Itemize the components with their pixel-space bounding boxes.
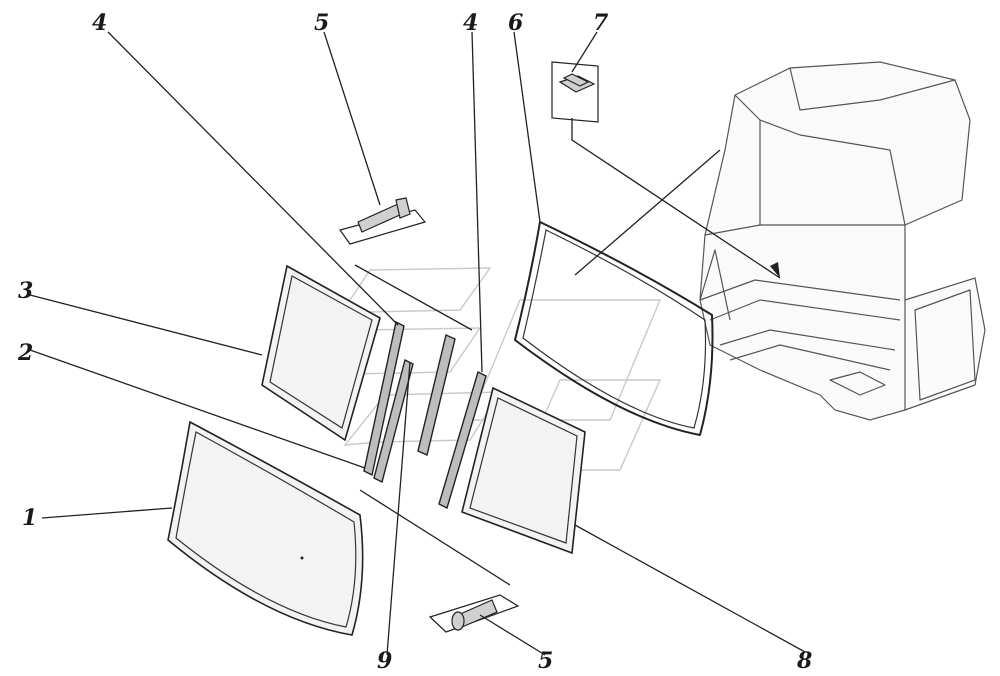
windshield-seal bbox=[514, 221, 714, 436]
callout-6: 6 bbox=[508, 10, 523, 36]
bolt-upper bbox=[339, 197, 427, 245]
bolt-lower bbox=[428, 594, 520, 633]
callout-3: 3 bbox=[18, 278, 33, 304]
callout-4-left: 4 bbox=[92, 10, 107, 36]
clip-arrow bbox=[571, 118, 781, 279]
clip-part bbox=[551, 61, 599, 123]
leader-lines bbox=[29, 31, 806, 656]
callout-9: 9 bbox=[377, 648, 392, 674]
callout-5-upper: 5 bbox=[314, 10, 329, 36]
callout-5-lower: 5 bbox=[538, 648, 553, 674]
callout-7: 7 bbox=[593, 10, 609, 36]
callout-labels: 3 2 1 4 5 4 6 7 8 9 5 bbox=[17, 10, 812, 674]
callout-8: 8 bbox=[796, 648, 812, 674]
truck-cab bbox=[699, 61, 986, 421]
side-glass-lower bbox=[461, 386, 586, 555]
side-glass-upper bbox=[261, 264, 381, 442]
callout-2: 2 bbox=[17, 340, 33, 366]
windshield-glass bbox=[167, 420, 364, 636]
callout-4-right: 4 bbox=[463, 10, 478, 36]
callout-1: 1 bbox=[22, 505, 37, 531]
sealing-strips bbox=[363, 320, 487, 509]
